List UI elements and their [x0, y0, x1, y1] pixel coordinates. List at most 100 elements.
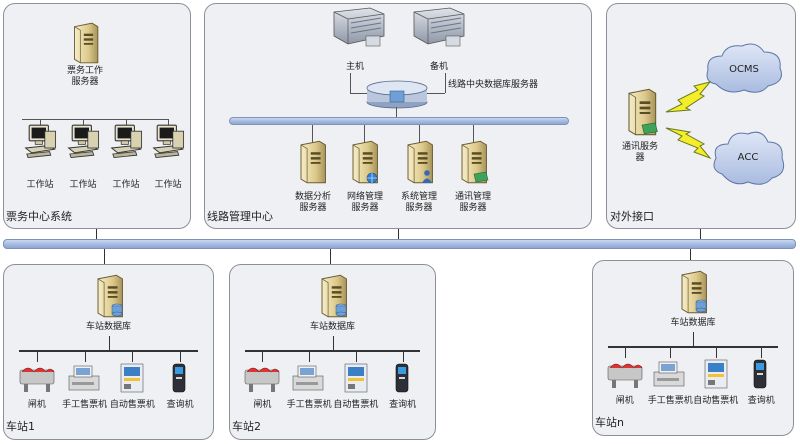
- external-uplink: [700, 229, 701, 239]
- service-center-drop-2: [83, 119, 84, 129]
- station-device-drop: [624, 346, 626, 358]
- host-link-right: [445, 73, 446, 93]
- comm-server-icon[interactable]: [624, 88, 658, 136]
- gate-machine-icon[interactable]: [18, 362, 56, 394]
- query-machine-icon[interactable]: [742, 358, 780, 390]
- station-device-drop: [180, 350, 182, 362]
- lightning-icon: [665, 127, 712, 160]
- station-db-drop: [332, 336, 334, 350]
- service-center-drop-1: [40, 119, 41, 129]
- server-drop-1: [312, 125, 313, 143]
- station-device-label: 查询机: [166, 400, 194, 410]
- workstation-label: 工作站: [154, 180, 182, 190]
- primary-host-icon[interactable]: [330, 6, 388, 50]
- host-link-left: [350, 73, 351, 93]
- ticket-vending-machine-icon[interactable]: [113, 362, 151, 394]
- service-center-drop-4: [168, 119, 169, 129]
- acc-cloud-icon[interactable]: [710, 126, 786, 188]
- server-label: 通讯管理 服务器: [454, 192, 491, 213]
- backup-host-label: 备机: [429, 62, 448, 72]
- station-device-label: 手工售票机: [647, 396, 693, 406]
- server-label: 数据分析 服务器: [294, 192, 331, 213]
- station-db-server-icon[interactable]: [318, 274, 348, 318]
- station-device-drop: [761, 346, 763, 358]
- ocms-label: OCMS: [729, 64, 759, 75]
- query-machine-icon[interactable]: [161, 362, 199, 394]
- station-db-server-icon[interactable]: [94, 274, 124, 318]
- station-db-label: 车站数据库: [309, 322, 355, 332]
- workstation-icon[interactable]: [22, 124, 58, 160]
- station-device-drop: [715, 346, 717, 358]
- main-backbone: [3, 239, 796, 249]
- station-device-label: 自动售票机: [693, 396, 739, 406]
- workstation-icon[interactable]: [108, 124, 144, 160]
- station-device-drop: [84, 350, 86, 362]
- primary-host-label: 主机: [345, 62, 364, 72]
- backup-host-icon[interactable]: [410, 6, 468, 50]
- line-center-backbone: [229, 117, 569, 125]
- station-db-drop: [693, 332, 694, 346]
- external-interface-title: 对外接口: [610, 210, 654, 223]
- station-1-uplink: [104, 249, 105, 264]
- workstation-label: 工作站: [112, 180, 140, 190]
- station-device-label: 闸机: [615, 396, 634, 406]
- server-label: 网络管理 服务器: [346, 192, 383, 213]
- line-center-title: 线路管理中心: [207, 210, 273, 223]
- station-device-label: 闸机: [27, 400, 46, 410]
- central-db-label: 线路中央数据库服务器: [448, 80, 539, 90]
- station-device-label: 手工售票机: [286, 400, 332, 410]
- station-device-drop: [670, 346, 672, 358]
- manual-ticket-machine-icon[interactable]: [66, 362, 104, 394]
- workstation-icon[interactable]: [65, 124, 101, 160]
- station-title: 车站1: [6, 420, 35, 433]
- ticket-vending-machine-icon[interactable]: [337, 362, 375, 394]
- storage-drop: [396, 107, 397, 119]
- station-db-label: 车站数据库: [85, 322, 131, 332]
- workstation-label: 工作站: [69, 180, 97, 190]
- service-center-drop-3: [126, 119, 127, 129]
- gate-machine-icon[interactable]: [606, 358, 644, 390]
- ticket-server-icon[interactable]: [70, 22, 100, 64]
- station-db-server-icon[interactable]: [678, 270, 708, 314]
- station-title: 车站n: [595, 416, 624, 429]
- server-drop-4: [473, 125, 474, 143]
- station-device-drop: [402, 350, 404, 362]
- line-center-uplink: [398, 229, 399, 239]
- server-drop-2: [364, 125, 365, 143]
- station-db-drop: [108, 336, 110, 350]
- station-device-drop: [262, 350, 264, 362]
- station-device-label: 查询机: [747, 396, 775, 406]
- station-db-label: 车站数据库: [670, 318, 716, 328]
- station-lan: [245, 350, 420, 352]
- workstation-label: 工作站: [26, 180, 54, 190]
- storage-array-icon[interactable]: [365, 78, 429, 109]
- comm-server-label: 通讯服务 器: [621, 142, 658, 163]
- ocms-cloud-icon[interactable]: [702, 40, 786, 96]
- system-management-server-icon[interactable]: [404, 140, 434, 184]
- server-drop-3: [419, 125, 420, 143]
- station-device-label: 闸机: [253, 400, 272, 410]
- station-device-label: 查询机: [389, 400, 417, 410]
- gate-machine-icon[interactable]: [243, 362, 281, 394]
- acc-label: ACC: [737, 152, 759, 163]
- workstation-icon[interactable]: [150, 124, 186, 160]
- station-n-uplink: [690, 249, 691, 264]
- data-analysis-server-icon[interactable]: [297, 140, 327, 184]
- manual-ticket-machine-icon[interactable]: [290, 362, 328, 394]
- ticket-vending-machine-icon[interactable]: [697, 358, 735, 390]
- server-label: 系统管理 服务器: [400, 192, 437, 213]
- service-center-line: [22, 119, 168, 120]
- comm-management-server-icon[interactable]: [458, 140, 489, 184]
- station-lan: [608, 346, 778, 348]
- query-machine-icon[interactable]: [384, 362, 422, 394]
- station-device-drop: [132, 350, 134, 362]
- manual-ticket-machine-icon[interactable]: [651, 358, 689, 390]
- ticket-server-label: 票务工作 服务器: [66, 66, 103, 87]
- line-center-panel: [204, 3, 592, 229]
- station-device-label: 手工售票机: [62, 400, 108, 410]
- station-device-drop: [355, 350, 357, 362]
- network-management-server-icon[interactable]: [349, 140, 379, 184]
- station-device-label: 自动售票机: [333, 400, 379, 410]
- station-device-drop: [36, 350, 38, 362]
- station-device-drop: [309, 350, 311, 362]
